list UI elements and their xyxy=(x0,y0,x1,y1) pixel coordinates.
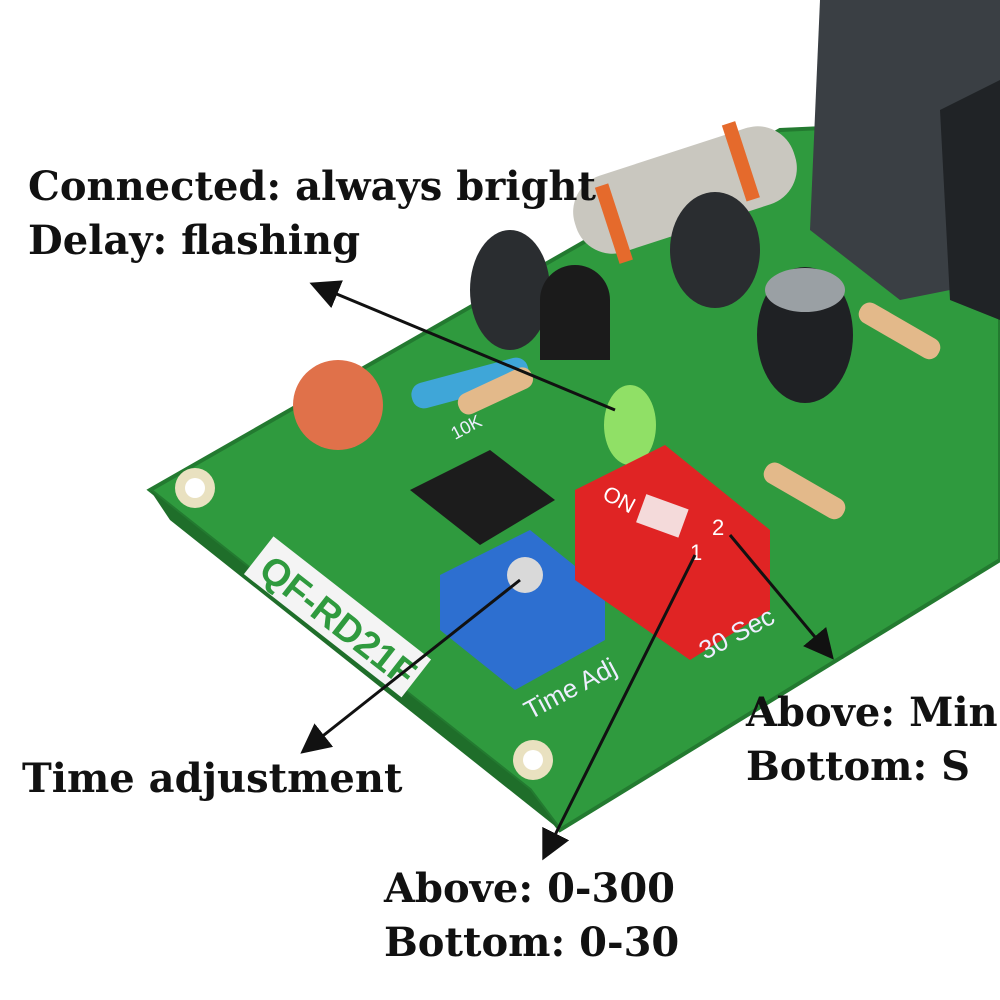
switch1-annotation: Above: 0-300 Bottom: 0-30 xyxy=(384,862,679,970)
resistor xyxy=(763,462,846,520)
capacitor xyxy=(670,192,760,308)
switch2-annotation: Above: Min Bottom: S xyxy=(746,686,998,794)
led-annotation-line2: Delay: flashing xyxy=(28,217,361,264)
potentiometer xyxy=(440,530,605,690)
resistor xyxy=(858,302,941,360)
resistor xyxy=(411,357,529,409)
green-led xyxy=(604,385,656,465)
pot-annotation-line1: Time adjustment xyxy=(22,755,403,802)
switch1-annotation-line1: Above: 0-300 xyxy=(384,865,675,912)
capacitor xyxy=(470,230,550,350)
switch2-annotation-line2: Bottom: S xyxy=(746,743,971,790)
led-annotation-line1: Connected: always bright xyxy=(28,163,596,210)
dip-switch xyxy=(575,445,770,660)
sw-2-silkscreen: 2 xyxy=(712,515,724,540)
optocoupler-ic xyxy=(410,450,555,545)
led-annotation: Connected: always bright Delay: flashing xyxy=(28,160,596,268)
switch2-annotation-line1: Above: Min xyxy=(746,689,998,736)
switch1-annotation-line2: Bottom: 0-30 xyxy=(384,919,680,966)
arrow-led xyxy=(309,280,616,412)
resistor xyxy=(457,367,534,415)
arrow-switch-1 xyxy=(542,554,697,861)
arrow-switch-2 xyxy=(728,534,834,660)
arrow-pot xyxy=(300,578,521,754)
transistor xyxy=(540,265,610,360)
pot-annotation: Time adjustment xyxy=(22,752,402,806)
ceramic-capacitor xyxy=(293,360,383,450)
